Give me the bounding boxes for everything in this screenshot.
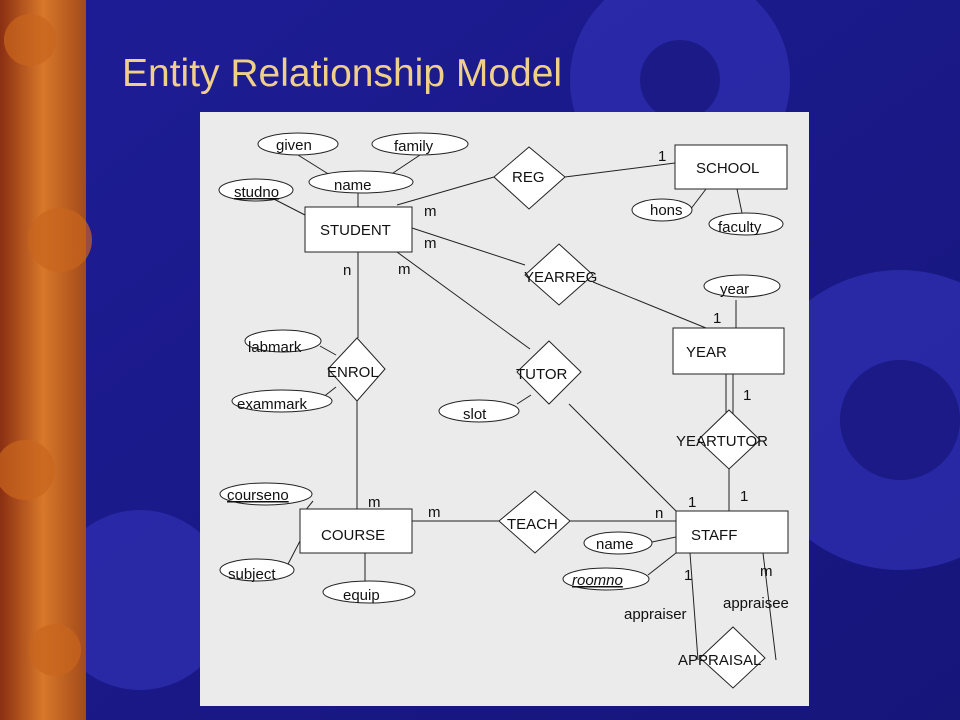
cardinality-student-yearreg: m [424, 235, 437, 252]
relationship-label: ENROL [327, 364, 379, 381]
attribute-label: equip [343, 587, 380, 604]
attribute-subject[interactable]: subject [219, 558, 295, 583]
attribute-year[interactable]: year [703, 274, 781, 298]
role-appraisee: appraisee [723, 595, 789, 612]
cardinality-labels: 1 m m m n 1 1 1 m m n 1 1 m [343, 148, 773, 584]
attribute-family[interactable]: family [371, 132, 469, 156]
attribute-name[interactable]: name [308, 170, 414, 194]
attribute-faculty[interactable]: faculty [708, 212, 784, 236]
cardinality-staff-tutor: 1 [688, 494, 696, 511]
connector-lines [261, 154, 777, 661]
relationship-teach[interactable]: TEACH [498, 490, 571, 554]
entity-year[interactable]: YEAR [672, 327, 785, 375]
relationship-reg[interactable]: REG [493, 146, 566, 210]
cardinality-student-enrol: n [343, 262, 351, 279]
cardinality-staff-appraiser: 1 [684, 567, 692, 584]
relationship-label: TUTOR [516, 366, 568, 383]
attribute-roomno[interactable]: roomno [562, 567, 650, 591]
relationship-yearreg[interactable]: YEARREG [524, 243, 597, 306]
cardinality-course-teach: m [428, 504, 441, 521]
attribute-label: year [720, 281, 749, 298]
attribute-label: labmark [248, 339, 302, 356]
relationship-tutor[interactable]: TUTOR [516, 340, 582, 405]
attribute-label: slot [463, 406, 487, 423]
entity-course[interactable]: COURSE [299, 508, 413, 554]
relationship-label: TEACH [507, 516, 558, 533]
relationship-label: APPRAISAL [678, 652, 761, 669]
relationship-label: REG [512, 169, 545, 186]
cardinality-staff-appraisee: m [760, 563, 773, 580]
strip-gear-icon [0, 14, 92, 676]
entity-label: SCHOOL [696, 160, 759, 177]
attribute-hons[interactable]: hons [631, 198, 693, 222]
attribute-label: faculty [718, 219, 762, 236]
cardinality-year-yeartutor: 1 [743, 387, 751, 404]
cardinality-course-enrol: m [368, 494, 381, 511]
attribute-given[interactable]: given [257, 132, 339, 156]
cardinality-school-reg: 1 [658, 148, 666, 165]
attribute-label: roomno [572, 572, 623, 589]
entity-label: YEAR [686, 344, 727, 361]
cardinality-student-tutor: m [398, 261, 411, 278]
attribute-courseno[interactable]: courseno [219, 482, 313, 506]
cardinality-staff-teach: n [655, 505, 663, 522]
relationship-label: YEARTUTOR [676, 433, 768, 450]
relationship-label: YEARREG [524, 269, 597, 286]
attribute-slot[interactable]: slot [438, 399, 520, 423]
entity-label: COURSE [321, 527, 385, 544]
attribute-labmark[interactable]: labmark [244, 329, 322, 356]
er-diagram: STUDENT SCHOOL YEAR COURSE STAFF REG YEA… [200, 112, 809, 706]
entity-label: STAFF [691, 527, 737, 544]
entity-school[interactable]: SCHOOL [674, 144, 788, 190]
attribute-studno[interactable]: studno [218, 178, 294, 202]
decorative-strip [0, 0, 86, 720]
attribute-label: studno [234, 184, 279, 201]
attribute-label: given [276, 137, 312, 154]
role-appraiser: appraiser [624, 606, 687, 623]
slide-title: Entity Relationship Model [122, 52, 563, 95]
attribute-label: hons [650, 202, 683, 219]
cardinality-student-reg: m [424, 203, 437, 220]
attribute-label: subject [228, 566, 276, 583]
role-labels: appraiser appraisee [624, 595, 789, 623]
relationship-enrol[interactable]: ENROL [327, 337, 386, 402]
relationship-yeartutor[interactable]: YEARTUTOR [676, 409, 768, 470]
entity-label: STUDENT [320, 222, 391, 239]
entity-student[interactable]: STUDENT [304, 206, 413, 253]
relationship-appraisal[interactable]: APPRAISAL [678, 626, 766, 689]
cardinality-staff-yeartutor: 1 [740, 488, 748, 505]
attribute-exammark[interactable]: exammark [231, 389, 333, 413]
attribute-label: exammark [237, 396, 308, 413]
attribute-label: name [334, 177, 372, 194]
entity-staff[interactable]: STAFF [675, 510, 789, 554]
cardinality-year-yearreg: 1 [713, 310, 721, 327]
attribute-label: family [394, 138, 434, 155]
attribute-label: name [596, 536, 634, 553]
attribute-label: courseno [227, 487, 289, 504]
attribute-equip[interactable]: equip [322, 580, 416, 604]
attribute-staff-name[interactable]: name [583, 531, 653, 555]
